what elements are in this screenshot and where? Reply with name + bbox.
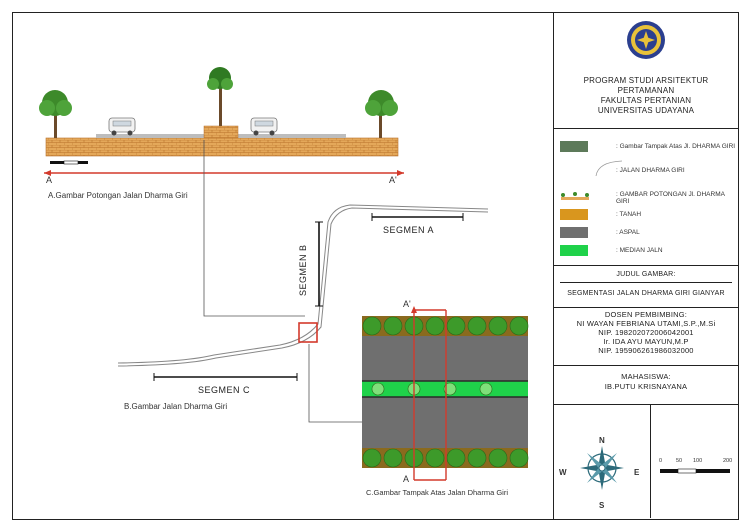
legend-symbol-road bbox=[595, 160, 623, 177]
dosen-name-1: NI WAYAN FEBRIANA UTAMI,S.P.,M.Si bbox=[576, 319, 716, 328]
section-cut-line bbox=[44, 170, 404, 176]
drawing-area bbox=[39, 67, 529, 481]
scale-tick-200: 200 bbox=[723, 458, 733, 464]
median-plant bbox=[443, 382, 457, 396]
section-title: A.Gambar Potongan Jalan Dharma Giri bbox=[48, 191, 188, 200]
segment-b-label: SEGMEN B bbox=[298, 244, 308, 296]
plan-label-top: A' bbox=[403, 299, 411, 309]
plan-label-bottom: A bbox=[403, 474, 410, 484]
title-panel: PROGRAM STUDI ARSITEKTUR PERTAMANAN FAKU… bbox=[553, 12, 739, 520]
scale-tick-0: 0 bbox=[659, 458, 663, 464]
segment-b-dimension bbox=[315, 221, 323, 307]
plan-cut-line bbox=[411, 306, 447, 481]
median-plant bbox=[479, 382, 493, 396]
legend-swatch-soil bbox=[560, 209, 588, 220]
legend-label-soil: : TANAH bbox=[616, 211, 642, 218]
section-car-right bbox=[250, 117, 278, 136]
compass-w: W bbox=[559, 468, 567, 477]
leader-line-plan bbox=[308, 344, 362, 423]
faculty-name: FAKULTAS PERTANIAN bbox=[600, 96, 692, 105]
section-road-left bbox=[96, 134, 204, 138]
dosen-cell: DOSEN PEMBIMBING: NI WAYAN FEBRIANA UTAM… bbox=[554, 308, 738, 366]
focus-box bbox=[298, 322, 318, 343]
legend-swatch-asphalt bbox=[560, 227, 588, 238]
university-name: UNIVERSITAS UDAYANA bbox=[597, 106, 695, 115]
section-label-a-prime: A' bbox=[389, 175, 397, 185]
compass-rose-icon bbox=[580, 446, 624, 490]
university-logo bbox=[627, 21, 665, 59]
plan-title: C.Gambar Tampak Atas Jalan Dharma Giri bbox=[366, 488, 508, 497]
legend-label-asphalt: : ASPAL bbox=[616, 229, 640, 236]
segment-a-label: SEGMEN A bbox=[383, 225, 435, 235]
mahasiswa-heading: MAHASISWA: bbox=[621, 372, 671, 381]
legend-swatch-median bbox=[560, 245, 588, 256]
plan-shrub bbox=[509, 316, 529, 336]
legend-label-median: : MEDIAN JALN bbox=[616, 247, 663, 254]
plan-shrub bbox=[362, 448, 382, 468]
compass-n: N bbox=[599, 436, 605, 445]
section-median bbox=[203, 125, 239, 139]
dosen-name-2: Ir. IDA AYU MAYUN,M.P bbox=[603, 337, 689, 346]
segment-a-dimension bbox=[371, 213, 464, 221]
institution-cell: PROGRAM STUDI ARSITEKTUR PERTAMANAN FAKU… bbox=[554, 12, 738, 129]
dosen-nip-2: NIP. 195906261986032000 bbox=[598, 346, 694, 355]
plan-shrub bbox=[488, 316, 508, 336]
judul-cell: JUDUL GAMBAR: SEGMENTASI JALAN DHARMA GI… bbox=[554, 266, 738, 308]
road-title: B.Gambar Jalan Dharma Giri bbox=[124, 402, 228, 411]
segment-c-dimension bbox=[153, 373, 298, 381]
section-road-right bbox=[238, 134, 346, 138]
mahasiswa-name: IB.PUTU KRISNAYANA bbox=[604, 382, 688, 391]
plan-shrub bbox=[383, 448, 403, 468]
plan-shrub bbox=[425, 316, 445, 336]
dosen-nip-1: NIP. 198202072006042001 bbox=[598, 328, 694, 337]
section-label-a: A bbox=[46, 175, 53, 185]
dosen-heading: DOSEN PEMBIMBING: bbox=[604, 310, 688, 319]
mahasiswa-cell: MAHASISWA: IB.PUTU KRISNAYANA bbox=[554, 366, 738, 405]
legend-cell: : Gambar Tampak Atas Jl. DHARMA GIRI : J… bbox=[554, 129, 738, 266]
judul-heading: JUDUL GAMBAR: bbox=[616, 271, 676, 278]
segment-c-label: SEGMEN C bbox=[198, 385, 251, 395]
plan-shrub bbox=[425, 448, 445, 468]
section-tree-right bbox=[365, 90, 398, 138]
scale-tick-100: 100 bbox=[693, 458, 703, 464]
legend-label-plan: : Gambar Tampak Atas Jl. DHARMA GIRI bbox=[616, 143, 736, 150]
scale-bar bbox=[660, 468, 730, 474]
compass-e: E bbox=[634, 468, 640, 477]
legend-label-section: : GAMBAR POTONGAN Jl. DHARMA GIRI bbox=[616, 191, 725, 205]
section-soil bbox=[45, 137, 399, 157]
median-plant bbox=[371, 382, 385, 396]
plan-shrub bbox=[488, 448, 508, 468]
legend-swatch-plan bbox=[560, 141, 588, 152]
plan-shrub bbox=[362, 316, 382, 336]
section-scale-bar bbox=[50, 160, 88, 165]
plan-shrub bbox=[467, 316, 487, 336]
plan-shrub bbox=[446, 316, 466, 336]
section-car-left bbox=[108, 117, 136, 136]
section-tree-left bbox=[39, 90, 72, 138]
scale-tick-50: 50 bbox=[676, 458, 683, 464]
plan-shrub bbox=[509, 448, 529, 468]
section-tree-center bbox=[207, 67, 233, 126]
program-name: PROGRAM STUDI ARSITEKTUR PERTAMANAN bbox=[583, 76, 709, 95]
plan-shrub bbox=[467, 448, 487, 468]
compass-cell: N S E W bbox=[554, 405, 651, 518]
plan-shrub bbox=[446, 448, 466, 468]
compass-s: S bbox=[599, 501, 605, 510]
plan-view bbox=[362, 316, 529, 468]
scale-cell: 0 50 100 200 bbox=[650, 405, 738, 518]
legend-label-road: : JALAN DHARMA GIRI bbox=[616, 167, 685, 174]
judul-text: SEGMENTASI JALAN DHARMA GIRI GIANYAR bbox=[567, 290, 725, 297]
plan-shrub bbox=[383, 316, 403, 336]
leader-line-section bbox=[203, 140, 305, 317]
legend-symbol-section bbox=[561, 192, 589, 200]
drawing-sheet bbox=[12, 12, 739, 520]
